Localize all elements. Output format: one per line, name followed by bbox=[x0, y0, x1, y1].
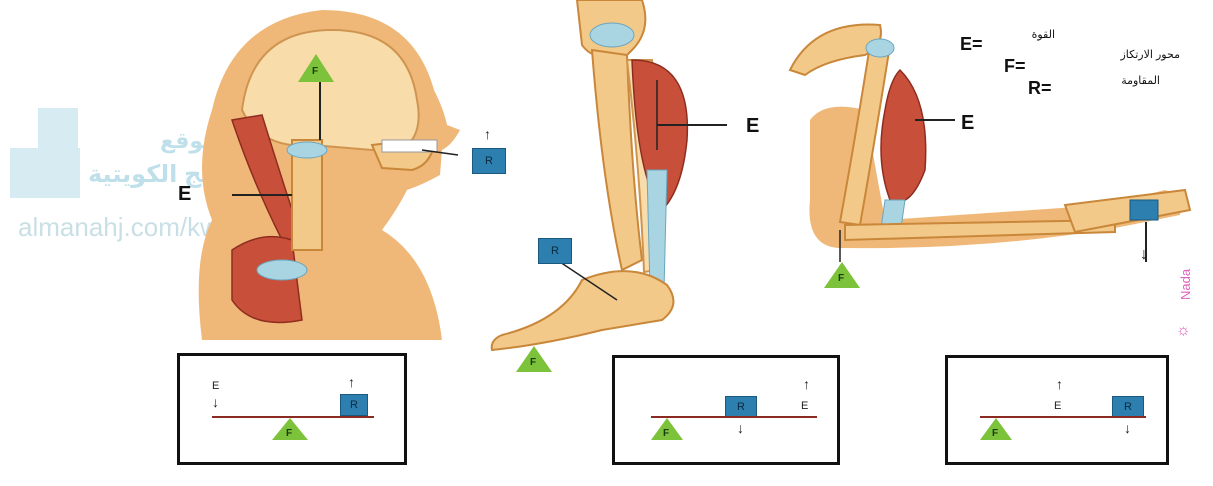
legend-fulcrum: محور الارتكاز bbox=[1080, 48, 1180, 61]
lever-diagram-third-class: ↑ E R ↓ F bbox=[945, 355, 1169, 465]
lever1-effort-label: E bbox=[212, 380, 219, 392]
arm-effort-label: E bbox=[961, 112, 974, 135]
lever1-resistance-arrow-icon: ↑ bbox=[348, 374, 355, 390]
lever2-fulcrum-label: F bbox=[663, 428, 669, 439]
arm-resistance-arrow-icon: ↓ bbox=[1140, 246, 1148, 264]
lever1-fulcrum-label: F bbox=[286, 428, 292, 439]
legend-resistance: المقاومة bbox=[1070, 74, 1160, 87]
lever2-effort-arrow-icon: ↑ bbox=[803, 376, 810, 392]
head-effort-label: E bbox=[178, 183, 191, 206]
lever1-effort-arrow-icon: ↓ bbox=[212, 394, 219, 410]
lever3-resistance-box: R bbox=[1112, 396, 1144, 418]
head-fulcrum-label: F bbox=[312, 66, 318, 77]
lever2-resistance-box: R bbox=[725, 396, 757, 418]
watermark-shape-icon bbox=[10, 108, 80, 198]
legend-e-symbol: E= bbox=[960, 34, 983, 55]
lever1-resistance-box: R bbox=[340, 394, 368, 416]
lever3-resistance-arrow-icon: ↓ bbox=[1124, 420, 1131, 436]
lever-diagram-first-class: E ↓ ↑ R F bbox=[177, 353, 407, 465]
lever2-effort-label: E bbox=[801, 400, 808, 412]
leg-fulcrum-label: F bbox=[530, 357, 536, 368]
leg-resistance-box: R bbox=[538, 238, 572, 264]
arm-fulcrum-label: F bbox=[838, 273, 844, 284]
sun-icon: ☼ bbox=[1176, 322, 1191, 340]
lever-diagram-second-class: R ↓ ↑ E F bbox=[612, 355, 840, 465]
lever3-effort-label: E bbox=[1054, 400, 1061, 412]
leg-effort-label: E bbox=[746, 115, 759, 138]
lever3-effort-arrow-icon: ↑ bbox=[1056, 376, 1063, 392]
watermark-logo bbox=[10, 108, 80, 198]
leg-illustration bbox=[482, 0, 727, 365]
legend-effort: القوة bbox=[1010, 28, 1055, 41]
lever3-fulcrum-label: F bbox=[992, 428, 998, 439]
legend-r-symbol: R= bbox=[1028, 78, 1052, 99]
lever2-resistance-arrow-icon: ↓ bbox=[737, 420, 744, 436]
nada-signature: Nada bbox=[1178, 269, 1193, 300]
legend-f-symbol: F= bbox=[1004, 56, 1026, 77]
